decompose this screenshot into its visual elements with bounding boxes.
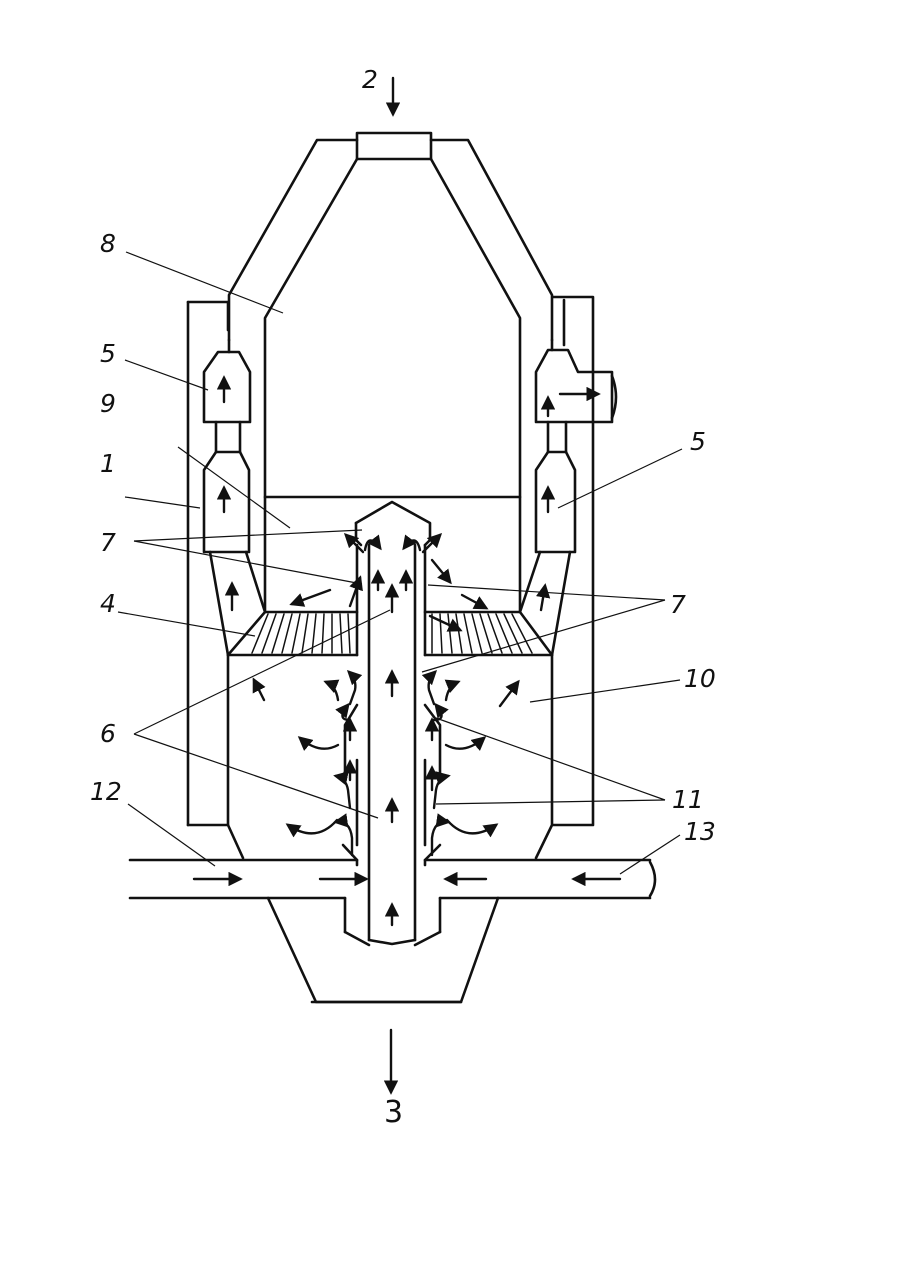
label-12: 12 bbox=[90, 777, 122, 806]
label-6: 6 bbox=[100, 719, 116, 748]
label-10: 10 bbox=[684, 664, 716, 693]
label-13: 13 bbox=[684, 817, 716, 846]
grate-zone bbox=[228, 612, 552, 655]
flow-arrows bbox=[194, 78, 620, 1092]
label-8: 8 bbox=[100, 229, 116, 258]
label-5-left: 5 bbox=[100, 339, 116, 368]
label-9: 9 bbox=[100, 389, 116, 418]
label-2: 2 bbox=[362, 65, 378, 94]
bottom-hopper bbox=[268, 898, 498, 1002]
label-4: 4 bbox=[100, 589, 116, 618]
label-3: 3 bbox=[384, 1095, 403, 1130]
label-7-left: 7 bbox=[100, 528, 116, 557]
leader-lines bbox=[118, 252, 682, 874]
label-5-right: 5 bbox=[690, 427, 706, 456]
label-1: 1 bbox=[100, 449, 116, 478]
label-11: 11 bbox=[672, 785, 704, 814]
lower-chamber bbox=[228, 655, 552, 858]
right-recuperator bbox=[520, 300, 616, 655]
feed-pipes bbox=[130, 860, 655, 945]
shaft-outline bbox=[229, 133, 552, 612]
central-pipe bbox=[356, 502, 430, 944]
label-7-right: 7 bbox=[670, 590, 686, 619]
left-recuperator bbox=[204, 340, 265, 655]
